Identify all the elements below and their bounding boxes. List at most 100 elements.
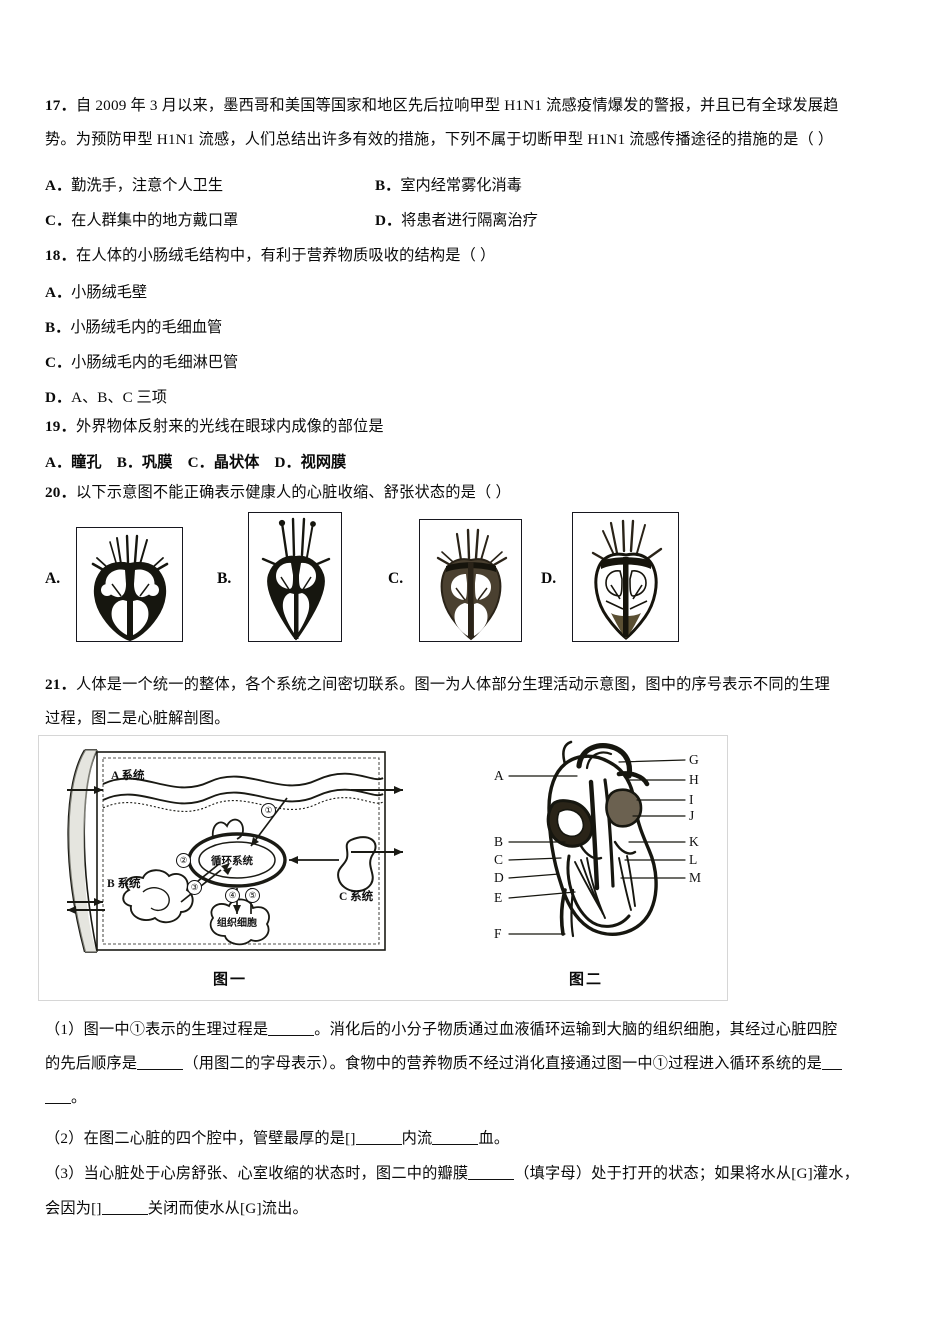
q18-option-c-label: C． xyxy=(45,354,72,371)
q21-sub2: （2）在图二心脏的四个腔中，管壁最厚的是[] 内流 血。 xyxy=(45,1128,509,1151)
heart-diagram-d-icon xyxy=(591,519,663,640)
figure2-label-m: M xyxy=(689,870,702,885)
q18-stem: 18．在人体的小肠绒毛结构中，有利于营养物质吸收的结构是（ ） xyxy=(45,245,495,268)
q18-option-d-text: A、B、C 三项 xyxy=(71,389,167,406)
figure1-process-3: ③ xyxy=(187,880,202,895)
q17-option-c[interactable]: C．在人群集中的地方戴口罩 xyxy=(45,208,238,230)
q21-sub3-text4: 关闭而使水从[G]流出。 xyxy=(147,1200,308,1217)
figure2-label-j: J xyxy=(689,808,695,823)
q21-sub1-blank2[interactable] xyxy=(137,1069,184,1070)
q18-option-b-label: B． xyxy=(45,319,71,336)
q17-stem-line2: 势。为预防甲型 H1N1 流感，人们总结出许多有效的措施，下列不属于切断甲型 H… xyxy=(45,131,834,148)
heart-diagram-b[interactable] xyxy=(248,512,342,642)
q17-stem-text1: 自 2009 年 3 月以来，墨西哥和美国等国家和地区先后拉响甲型 H1N1 流… xyxy=(75,97,839,114)
q21-sub3-text3: 会因为[] xyxy=(45,1200,102,1217)
q17-option-d-text: 将患者进行隔离治疗 xyxy=(401,212,538,229)
q21-sub1-text4: （用图二的字母表示）。食物中的营养物质不经过消化直接通过图一中①过程进入循环系统… xyxy=(183,1055,823,1072)
q21-stem-line2: 过程，图二是心脏解剖图。 xyxy=(45,710,230,727)
figure1-process-4: ④ xyxy=(225,888,240,903)
figure1-process-2: ② xyxy=(176,853,191,868)
q17-option-a-text: 勤洗手，注意个人卫生 xyxy=(71,177,224,194)
q17-number: 17． xyxy=(45,97,76,114)
figure1-label-system-a: A 系统 xyxy=(111,770,145,782)
q17-option-a-label: A． xyxy=(45,177,72,194)
heart-diagram-c-icon xyxy=(436,528,508,641)
figure2-label-f: F xyxy=(494,926,502,941)
q21-sub1-text3: 的先后顺序是 xyxy=(45,1055,138,1072)
q20-option-b-label: B. xyxy=(217,570,232,587)
figure1-label-tissue-cells: 组织细胞 xyxy=(217,918,257,929)
q18-number: 18． xyxy=(45,247,76,264)
q21-sub3-blank2[interactable] xyxy=(101,1214,148,1215)
q21-sub3-text1: （3）当心脏处于心房舒张、心室收缩的状态时，图二中的瓣膜 xyxy=(45,1165,469,1182)
heart-diagram-a-icon xyxy=(91,534,169,641)
figure1-label-system-b: B 系统 xyxy=(107,878,141,890)
q17-option-c-label: C． xyxy=(45,212,72,229)
q21-sub1-line2: 的先后顺序是 （用图二的字母表示）。食物中的营养物质不经过消化直接通过图一中①过程… xyxy=(45,1053,843,1076)
q21-sub1-blank3a[interactable] xyxy=(822,1069,843,1070)
q17-stem-line1: 17．自 2009 年 3 月以来，墨西哥和美国等国家和地区先后拉响甲型 H1N… xyxy=(45,95,839,118)
heart-diagram-d[interactable] xyxy=(572,512,679,642)
q17-option-a[interactable]: A．勤洗手，注意个人卫生 xyxy=(45,173,223,195)
q19-stem-text: 外界物体反射来的光线在眼球内成像的部位是 xyxy=(75,418,384,435)
heart-diagram-c[interactable] xyxy=(419,519,522,642)
figure1-label-system-c: C 系统 xyxy=(339,891,374,903)
figure1-process-5: ⑤ xyxy=(245,888,260,903)
figure2-label-h: H xyxy=(689,772,699,787)
q21-stem-text1: 人体是一个统一的整体，各个系统之间密切联系。图一为人体部分生理活动示意图，图中的… xyxy=(75,676,830,693)
q21-sub1-text1: （1）图一中①表示的生理过程是 xyxy=(45,1021,269,1038)
figure2-caption: 图二 xyxy=(569,972,604,988)
q18-option-b-text: 小肠绒毛内的毛细血管 xyxy=(70,319,223,336)
q19-stem: 19．外界物体反射来的光线在眼球内成像的部位是 xyxy=(45,416,384,439)
q17-option-b[interactable]: B．室内经常雾化消毒 xyxy=(375,173,522,195)
q20-option-d-label: D. xyxy=(541,570,557,587)
q20-stem-text: 以下示意图不能正确表示健康人的心脏收缩、舒张状态的是（ ） xyxy=(75,484,511,501)
q17-option-b-label: B． xyxy=(375,177,401,194)
q21-sub2-text3: 血。 xyxy=(478,1130,510,1147)
q21-sub1-blank3b[interactable] xyxy=(45,1103,71,1104)
figure2-heart-anatomy xyxy=(508,740,686,938)
q19-options-inline[interactable]: A．瞳孔 B．巩膜 C．晶状体 D．视网膜 xyxy=(45,454,347,471)
q20-number: 20． xyxy=(45,484,76,501)
q21-sub1-line1: （1）图一中①表示的生理过程是 。消化后的小分子物质通过血液循环运输到大脑的组织细… xyxy=(45,1019,837,1042)
heart-diagram-a[interactable] xyxy=(76,527,183,642)
figure1-process-1: ① xyxy=(261,803,276,818)
q18-option-d[interactable]: D．A、B、C 三项 xyxy=(45,385,167,407)
q18-option-a-text: 小肠绒毛壁 xyxy=(71,284,148,301)
q21-sub2-blank1[interactable] xyxy=(355,1144,402,1145)
q17-option-d-label: D． xyxy=(375,212,402,229)
figure2-label-k: K xyxy=(689,834,699,849)
q20-option-a-label: A. xyxy=(45,570,61,587)
q21-sub2-text2: 内流 xyxy=(401,1130,433,1147)
figure2-label-a: A xyxy=(494,768,504,783)
figure2-label-c: C xyxy=(494,852,504,867)
figure1-label-circulatory-system: 循环系统 xyxy=(211,856,253,867)
q18-option-a-label: A． xyxy=(45,284,72,301)
figure2-label-i: I xyxy=(689,792,694,807)
figure2-label-g: G xyxy=(689,752,699,767)
q20-stem: 20．以下示意图不能正确表示健康人的心脏收缩、舒张状态的是（ ） xyxy=(45,482,511,505)
q18-option-c-text: 小肠绒毛内的毛细淋巴管 xyxy=(71,354,239,371)
q18-option-a[interactable]: A．小肠绒毛壁 xyxy=(45,280,147,302)
q21-figure-frame: A 系统 B 系统 C 系统 循环系统 组织细胞 ① ② ③ ④ ⑤ 图一 xyxy=(38,735,728,1001)
q18-option-c[interactable]: C．小肠绒毛内的毛细淋巴管 xyxy=(45,350,238,372)
figure2-label-e: E xyxy=(494,890,503,905)
q21-sub2-text1: （2）在图二心脏的四个腔中，管壁最厚的是[] xyxy=(45,1130,356,1147)
figure2-label-b: B xyxy=(494,834,504,849)
q18-option-b[interactable]: B．小肠绒毛内的毛细血管 xyxy=(45,315,222,337)
q21-sub2-blank2[interactable] xyxy=(432,1144,479,1145)
q21-sub3-blank1[interactable] xyxy=(468,1179,515,1180)
q17-option-b-text: 室内经常雾化消毒 xyxy=(400,177,522,194)
q20-option-c-label: C. xyxy=(388,570,404,587)
q21-sub1-blank1[interactable] xyxy=(268,1035,315,1036)
q17-option-d[interactable]: D．将患者进行隔离治疗 xyxy=(375,208,538,230)
q21-sub1-text2: 。消化后的小分子物质通过血液循环运输到大脑的组织细胞，其经过心脏四腔 xyxy=(314,1021,838,1038)
q21-stem-line1: 21．人体是一个统一的整体，各个系统之间密切联系。图一为人体部分生理活动示意图，… xyxy=(45,674,830,697)
figure2-label-l: L xyxy=(689,852,698,867)
q21-sub3-text2: （填字母）处于打开的状态；如果将水从[G]灌水， xyxy=(514,1165,860,1182)
heart-diagram-b-icon xyxy=(261,517,331,641)
q21-number: 21． xyxy=(45,676,76,693)
figure1-caption: 图一 xyxy=(213,972,248,988)
q21-sub3-line1: （3）当心脏处于心房舒张、心室收缩的状态时，图二中的瓣膜 （填字母）处于打开的状态… xyxy=(45,1163,859,1186)
